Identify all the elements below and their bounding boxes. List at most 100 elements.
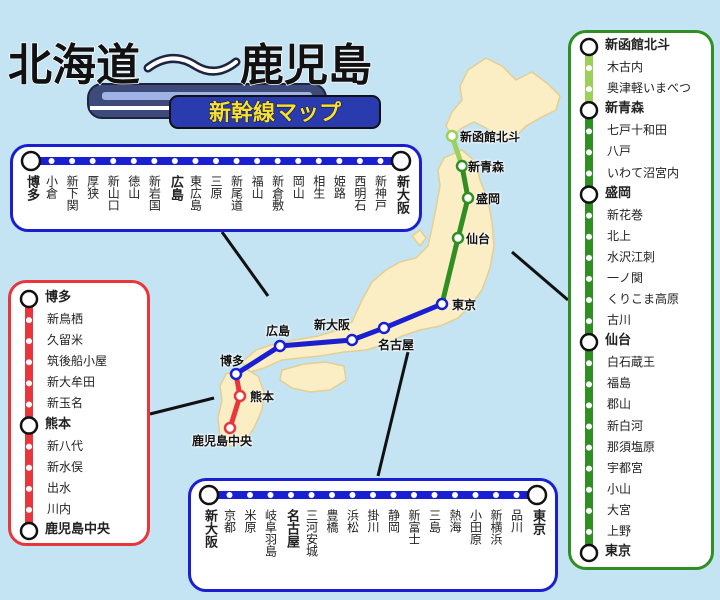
kyushu-station-dot: [26, 338, 32, 345]
tohoku-station-label: 福島: [607, 376, 632, 391]
tohoku-station-label: 北上: [607, 228, 632, 243]
sanyo-station-dot: [254, 158, 261, 164]
tohoku-station-label: 古川: [607, 313, 632, 328]
kyushu-terminal-dot: [19, 289, 39, 309]
tokaido-station-label: 熱海: [448, 509, 462, 533]
sanyo-terminal-dot: [20, 150, 42, 172]
tohoku-station-label: 東京: [605, 544, 632, 559]
tohoku-station-dot: [586, 254, 592, 261]
tohoku-station-dot: [586, 507, 592, 514]
kyushu-station-dot: [26, 380, 32, 387]
tohoku-station-dot: [586, 528, 592, 535]
tokaido-terminal-dot: [198, 484, 220, 506]
kyushu-station-label: 筑後船小屋: [47, 354, 108, 369]
tokaido-station-dot: [329, 492, 335, 498]
kyushu-station-label: 鹿児島中央: [45, 522, 111, 537]
map-label-hiroshima: 広島: [266, 324, 291, 338]
tokaido-station-label: 三島: [427, 509, 442, 533]
sanyo-station-label: 博多: [24, 175, 39, 201]
tokaido-panel: 新大阪京都米原岐阜羽島名古屋三河安城豊橋浜松掛川静岡新富士三島熱海小田原新横浜品…: [188, 478, 558, 592]
tokaido-line-bar: [198, 484, 548, 506]
sanyo-station-label: 姫路: [332, 175, 347, 199]
kyushu-station-dot: [26, 464, 32, 471]
tokaido-station-dot: [472, 492, 479, 498]
tohoku-station-label: 大宮: [607, 502, 632, 517]
sanyo-station-dot: [151, 158, 158, 164]
subtitle: 新幹線マップ: [209, 100, 342, 126]
tokaido-station-dot: [247, 492, 253, 498]
tohoku-station-label: 宇都宮: [607, 460, 644, 475]
tokaido-station-dot: [452, 492, 458, 498]
kyushu-station-dot: [26, 317, 32, 324]
sanyo-station-dot: [171, 158, 178, 164]
tohoku-station-dot: [586, 465, 592, 472]
sanyo-station-label: 新大阪: [394, 175, 409, 214]
map-dot-hiroshima: [273, 339, 287, 353]
sanyo-station-label: 徳山: [126, 175, 141, 199]
tohoku-station-dot: [586, 318, 592, 325]
sado-island: [410, 228, 427, 248]
kyushu-station-dot: [26, 359, 32, 366]
tohoku-station-label: 新花巻: [607, 207, 644, 222]
tohoku-station-dot: [586, 297, 592, 303]
tohoku-station-label: 八戸: [607, 144, 632, 159]
tohoku-station-label: 仙台: [605, 333, 632, 349]
tohoku-station-label: 那須塩原: [607, 439, 656, 454]
tohoku-station-dot: [586, 149, 592, 156]
sanyo-station-dot: [89, 158, 96, 164]
tohoku-station-label: 一ノ関: [607, 270, 644, 285]
leader-kyushu: [149, 396, 215, 416]
kyushu-station-dot: [26, 401, 32, 408]
sanyo-station-label: 相生: [311, 175, 326, 199]
tohoku-station-label: 七戸十和田: [607, 123, 668, 138]
tohoku-station-dot: [586, 212, 592, 219]
tohoku-station-dot: [586, 128, 592, 135]
kyushu-station-label: 新玉名: [47, 396, 84, 411]
sanyo-panel: 博多小倉新下関厚狭新山口徳山新岩国広島東広島三原新尾道福山新倉敷岡山相生姫路西明…: [10, 144, 422, 232]
tokaido-station-dot: [349, 492, 356, 498]
tohoku-station-label: 奥津軽いまべつ: [607, 81, 692, 96]
tohoku-terminal-dot: [579, 37, 599, 57]
sanyo-station-label: 新岩国: [147, 175, 162, 211]
tokaido-station-label: 三河安城: [304, 509, 319, 557]
map-dot-kagoshima: [223, 421, 237, 435]
tohoku-station-label: 新青森: [605, 101, 645, 117]
sanyo-station-dot: [336, 158, 343, 164]
tohoku-station-label: 水沢江刺: [607, 249, 656, 264]
tokaido-station-label: 豊橋: [325, 509, 339, 533]
tokaido-station-dot: [411, 492, 417, 498]
kyushu-station-label: 新水俣: [47, 459, 84, 474]
tokaido-station-label: 小田原: [468, 509, 483, 545]
sanyo-station-label: 福山: [250, 175, 265, 199]
tohoku-panel: 新函館北斗木古内奥津軽いまべつ新青森七戸十和田八戸いわて沼宮内盛岡新花巻北上水沢…: [568, 30, 714, 570]
title-banner: 北海道 鹿児島 新幹線マップ: [7, 39, 381, 129]
tokaido-station-dot: [370, 492, 376, 498]
sanyo-station-dot: [130, 158, 137, 164]
tohoku-station-dot: [586, 444, 592, 451]
subtitle-badge: [169, 95, 381, 129]
map-label-hakata: 博多: [220, 354, 245, 368]
tokaido-station-dot: [267, 492, 274, 498]
tohoku-station-label: 上野: [607, 523, 632, 538]
tokaido-station-label: 新富士: [407, 509, 421, 545]
tokaido-station-dot: [226, 492, 233, 498]
tohoku-station-label: 郡山: [607, 397, 632, 412]
kyushu-line-bar: [19, 289, 39, 541]
tohoku-station-dot: [586, 402, 592, 409]
sanyo-station-label: 新山口: [106, 175, 121, 211]
kyushu-station-label: 新鳥栖: [47, 312, 84, 327]
sanyo-station-label: 三原: [209, 175, 223, 199]
sanyo-station-label: 西明石: [352, 175, 367, 211]
map-dot-shin-hakodate: [445, 129, 459, 143]
kyushu-station-dot: [26, 506, 32, 513]
tohoku-station-dot: [586, 275, 592, 282]
title-left: 北海道: [8, 40, 140, 91]
map-dot-hakata: [229, 367, 243, 381]
kyushu-terminal-dot: [19, 416, 39, 435]
kyushu-station-label: 出水: [47, 480, 72, 495]
sanyo-station-label: 厚狭: [85, 175, 100, 199]
tokaido-station-label: 京都: [222, 509, 237, 533]
map-label-shin-hakodate: 新函館北斗: [460, 130, 521, 144]
tokaido-station-dot: [493, 492, 499, 498]
